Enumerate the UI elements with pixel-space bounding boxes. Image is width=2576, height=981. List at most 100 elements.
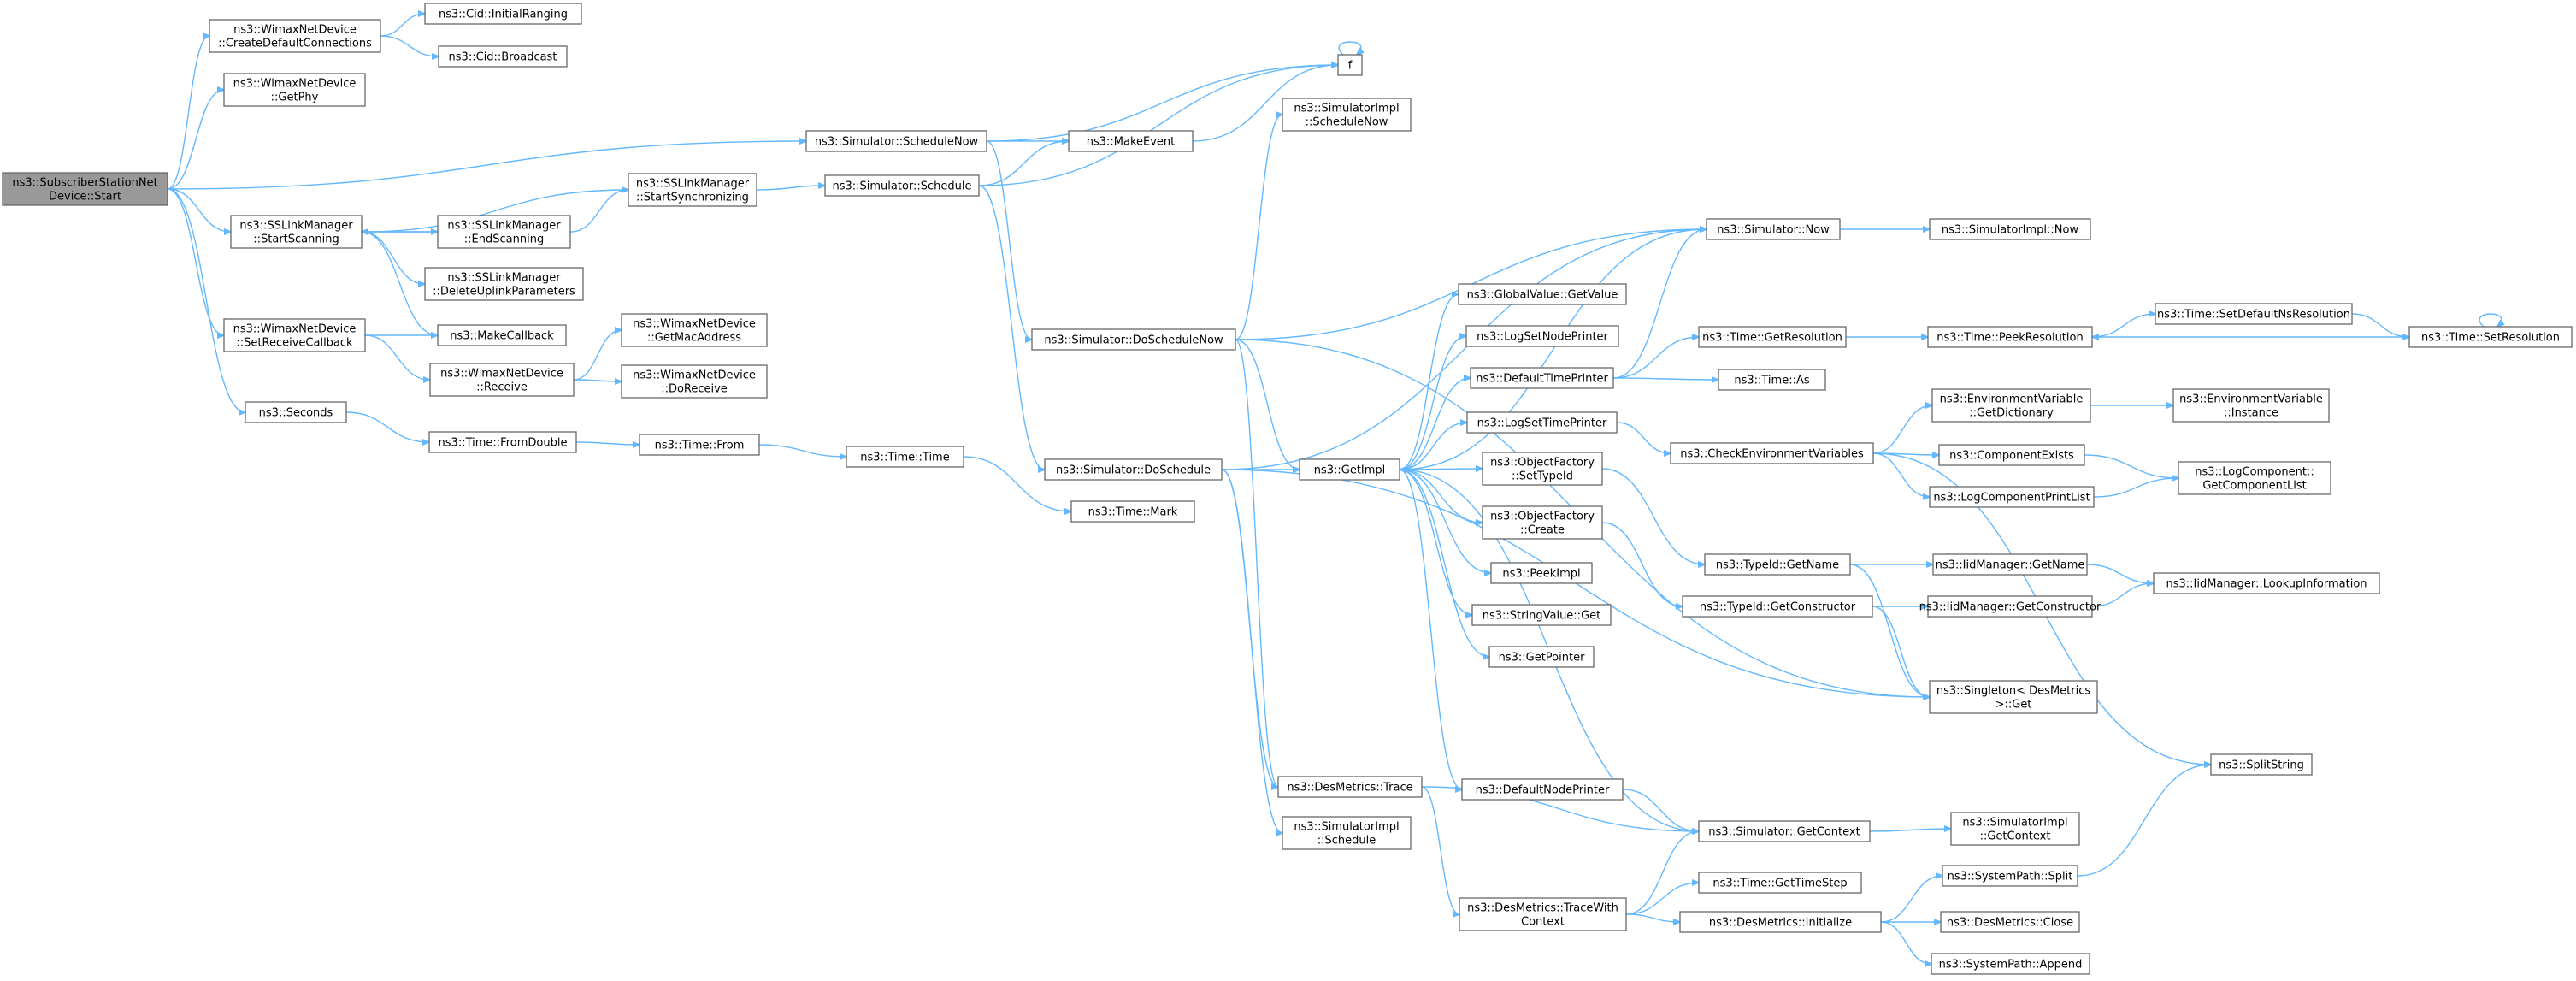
node-makeEvent[interactable]: ns3::MakeEvent xyxy=(1068,130,1194,152)
node-envVarGetDict[interactable]: ns3::EnvironmentVariable::GetDictionary xyxy=(1931,388,2091,423)
edge-iidGetName-to-iidLookup xyxy=(2086,564,2154,583)
node-label: ns3::MakeCallback xyxy=(450,330,554,343)
node-splitString[interactable]: ns3::SplitString xyxy=(2210,753,2313,776)
edge-desInit-to-sysPathSplit xyxy=(1880,876,1942,923)
node-timeMark[interactable]: ns3::Time::Mark xyxy=(1070,500,1195,523)
node-box xyxy=(428,431,577,453)
node-label: ns3::ComponentExists xyxy=(1949,450,2074,463)
node-gvGetValue[interactable]: ns3::GlobalValue::GetValue xyxy=(1458,283,1627,305)
node-doReceive[interactable]: ns3::WimaxNetDevice::DoReceive xyxy=(621,364,768,399)
node-desInit[interactable]: ns3::DesMetrics::Initialize xyxy=(1679,911,1882,933)
node-timeAs[interactable]: ns3::Time::As xyxy=(1718,369,1826,391)
node-getPointer[interactable]: ns3::GetPointer xyxy=(1488,646,1595,668)
node-logSetNodePrinter[interactable]: ns3::LogSetNodePrinter xyxy=(1465,325,1619,347)
node-singletonGet[interactable]: ns3::Singleton< DesMetrics>::Get xyxy=(1929,680,2098,714)
edge-ssStartSync-to-simSchedule xyxy=(756,186,825,191)
node-setRecvCb[interactable]: ns3::WimaxNetDevice::SetReceiveCallback xyxy=(223,318,366,352)
node-label: ns3::Time::FromDouble xyxy=(439,437,568,450)
node-ssEndScanning[interactable]: ns3::SSLinkManager::EndScanning xyxy=(437,215,571,249)
node-defNodePrinter[interactable]: ns3::DefaultNodePrinter xyxy=(1461,778,1624,801)
edge-simDoSchedule-to-simNow xyxy=(1221,229,1707,470)
node-f[interactable]: f xyxy=(1337,54,1363,76)
node-typeIdGetCtor[interactable]: ns3::TypeId::GetConstructor xyxy=(1682,595,1873,618)
edge-getImpl-to-ofCreate xyxy=(1399,469,1483,523)
edge-getImpl-to-defTimePrinter xyxy=(1399,378,1471,470)
node-makeCallback[interactable]: ns3::MakeCallback xyxy=(437,324,567,346)
node-fromDouble[interactable]: ns3::Time::FromDouble xyxy=(428,431,577,453)
node-label: ns3::Time::Mark xyxy=(1088,506,1178,519)
node-label: ns3::Singleton< DesMetrics xyxy=(1936,685,2091,698)
node-ssStartScanning[interactable]: ns3::SSLinkManager::StartScanning xyxy=(230,215,363,249)
node-typeIdGetName[interactable]: ns3::TypeId::GetName xyxy=(1704,553,1851,576)
node-envVarInstance[interactable]: ns3::EnvironmentVariable::Instance xyxy=(2172,388,2330,423)
edge-defNodePrinter-to-simGetContext xyxy=(1622,789,1699,831)
node-box xyxy=(1950,812,2080,846)
node-timeGetResolution[interactable]: ns3::Time::GetResolution xyxy=(1698,326,1847,348)
node-label: ns3::DesMetrics::Initialize xyxy=(1709,917,1852,930)
node-ssStartSync[interactable]: ns3::SSLinkManager::StartSynchronizing xyxy=(628,173,757,207)
node-label: ns3::SimulatorImpl xyxy=(1294,103,1399,115)
node-simSchedule[interactable]: ns3::Simulator::Schedule xyxy=(824,174,980,197)
edge-ssStartScanning-to-ssDelUplink xyxy=(361,231,425,284)
node-getPhy[interactable]: ns3::WimaxNetDevice::GetPhy xyxy=(223,73,366,107)
node-box xyxy=(1337,54,1363,76)
node-label: ns3::GetImpl xyxy=(1314,464,1386,477)
node-iidGetCtor[interactable]: ns3::IidManager::GetConstructor xyxy=(1919,595,2101,618)
node-seconds[interactable]: ns3::Seconds xyxy=(245,401,347,423)
node-label: ns3::IidManager::LookupInformation xyxy=(2166,578,2367,591)
node-box xyxy=(1070,500,1195,523)
node-desTrace[interactable]: ns3::DesMetrics::Trace xyxy=(1277,776,1423,798)
node-cidBroadcast[interactable]: ns3::Cid::Broadcast xyxy=(438,45,568,68)
node-simImplNow[interactable]: ns3::SimulatorImpl::Now xyxy=(1929,218,2091,240)
node-timePeekRes[interactable]: ns3::Time::PeekResolution xyxy=(1927,326,2093,348)
node-box xyxy=(223,73,366,107)
node-label: ns3::SSLinkManager xyxy=(447,272,561,285)
edge-fromDouble-to-timeFrom xyxy=(575,442,640,445)
node-simDoScheduleNow[interactable]: ns3::Simulator::DoScheduleNow xyxy=(1031,328,1236,351)
node-compExists[interactable]: ns3::ComponentExists xyxy=(1938,444,2085,466)
node-defTimePrinter[interactable]: ns3::DefaultTimePrinter xyxy=(1470,367,1614,389)
node-timeSetRes[interactable]: ns3::Time::SetResolution xyxy=(2408,326,2573,348)
node-ofSetTypeId[interactable]: ns3::ObjectFactory::SetTypeId xyxy=(1482,452,1603,486)
node-box xyxy=(245,401,347,423)
node-label: ns3::DesMetrics::TraceWith xyxy=(1467,902,1618,915)
node-wimaxReceive[interactable]: ns3::WimaxNetDevice::Receive xyxy=(429,363,575,397)
node-iidGetName[interactable]: ns3::IidManager::GetName xyxy=(1932,553,2088,576)
node-timeSetDefNsRes[interactable]: ns3::Time::SetDefaultNsResolution xyxy=(2155,303,2353,325)
node-simDoSchedule[interactable]: ns3::Simulator::DoSchedule xyxy=(1044,458,1223,481)
node-getImpl[interactable]: ns3::GetImpl xyxy=(1299,458,1400,481)
node-simScheduleNow[interactable]: ns3::Simulator::ScheduleNow xyxy=(805,130,987,152)
node-timeGetTimeStep[interactable]: ns3::Time::GetTimeStep xyxy=(1698,872,1862,894)
node-simGetContext[interactable]: ns3::Simulator::GetContext xyxy=(1698,820,1871,842)
node-timeFrom[interactable]: ns3::Time::From xyxy=(639,434,760,456)
node-iidLookup[interactable]: ns3::IidManager::LookupInformation xyxy=(2153,572,2380,594)
node-simImplScheduleNow[interactable]: ns3::SimulatorImpl::ScheduleNow xyxy=(1282,98,1412,132)
node-simImplSchedule[interactable]: ns3::SimulatorImpl::Schedule xyxy=(1282,816,1412,850)
node-getMacAddr[interactable]: ns3::WimaxNetDevice::GetMacAddress xyxy=(621,313,768,347)
node-peekImpl[interactable]: ns3::PeekImpl xyxy=(1490,562,1593,584)
node-label: ns3::EnvironmentVariable xyxy=(2179,393,2323,406)
node-box xyxy=(424,3,582,25)
node-checkEnvVars[interactable]: ns3::CheckEnvironmentVariables xyxy=(1670,442,1874,464)
node-sysPathSplit[interactable]: ns3::SystemPath::Split xyxy=(1942,865,2078,887)
node-simImplGetContext[interactable]: ns3::SimulatorImpl::GetContext xyxy=(1950,812,2080,846)
node-logCompPrintList[interactable]: ns3::LogComponentPrintList xyxy=(1929,486,2095,508)
node-desClose[interactable]: ns3::DesMetrics::Close xyxy=(1940,911,2080,933)
edge-logSetTimePrinter-to-checkEnvVars xyxy=(1616,422,1671,453)
node-box xyxy=(1470,367,1614,389)
node-createDefConn[interactable]: ns3::WimaxNetDevice::CreateDefaultConnec… xyxy=(209,19,381,53)
node-simNow[interactable]: ns3::Simulator::Now xyxy=(1706,218,1841,240)
node-sysPathAppend[interactable]: ns3::SystemPath::Append xyxy=(1931,953,2090,975)
node-logCompGetList[interactable]: ns3::LogComponent::GetComponentList xyxy=(2178,461,2331,495)
node-stringValueGet[interactable]: ns3::StringValue::Get xyxy=(1471,604,1612,626)
node-ssDelUplink[interactable]: ns3::SSLinkManager::DeleteUplinkParamete… xyxy=(424,267,584,301)
node-box xyxy=(1482,452,1603,486)
node-timeTime[interactable]: ns3::Time::Time xyxy=(846,446,964,468)
edge-iidGetCtor-to-iidLookup xyxy=(2091,583,2154,607)
node-cidInitRanging[interactable]: ns3::Cid::InitialRanging xyxy=(424,3,582,25)
edge-getImpl-to-peekImpl xyxy=(1399,469,1491,573)
node-logSetTimePrinter[interactable]: ns3::LogSetTimePrinter xyxy=(1466,411,1618,434)
node-ofCreate[interactable]: ns3::ObjectFactory::Create xyxy=(1482,505,1603,540)
